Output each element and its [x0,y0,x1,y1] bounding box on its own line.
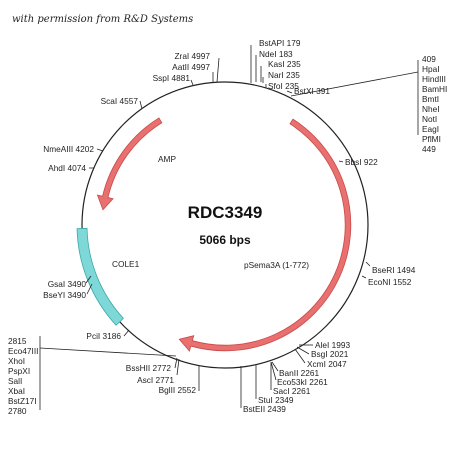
site-label: BstAPI 179 [259,38,301,48]
mcs-item: BamHI [422,84,447,94]
site-label: XcmI 2047 [307,359,347,369]
mcs-item: EagI [422,124,439,134]
plasmid-size: 5066 bps [199,233,251,247]
amp-label: AMP [158,154,176,164]
mcs-item: NotI [422,114,437,124]
site-label: AleI 1993 [315,340,350,350]
site-label: NmeAIII 4202 [43,144,94,154]
site-label: GsaI 3490 [48,279,87,289]
site-label: SfoI 235 [268,81,299,91]
mcs-item: SalI [8,376,22,386]
site-label: AscI 2771 [137,375,174,385]
site-label: BbsI 922 [345,157,378,167]
amp-arrow [96,117,163,211]
site-label: BseYI 3490 [43,290,86,300]
mcs-item: Eco47III [8,346,38,356]
psema3a-arrow [178,118,352,352]
site-label: BstEII 2439 [243,404,286,414]
site-label: SspI 4881 [153,73,191,83]
mcs-item: 2815 [8,336,27,346]
mcs-item: XbaI [8,386,25,396]
site-label: BseRI 1494 [372,265,416,275]
restriction-site-labels: ZraI 4997 AatII 4997 SspI 4881 ScaI 4557… [43,38,416,414]
cole1-label: COLE1 [112,259,140,269]
mcs-item: PspXI [8,366,30,376]
site-label: BstXI 391 [294,86,330,96]
site-label: BsgI 2021 [311,349,349,359]
permission-credit: with permission from R&D Systems [12,14,193,25]
feature-psema3a: pSema3A (1-772) [178,118,352,352]
mcs-item: BstZ17I [8,396,37,406]
mcs-item: HindIII [422,74,446,84]
mcs-item: 409 [422,54,436,64]
mcs-item: HpaI [422,64,440,74]
cole1-box [76,227,124,326]
site-label: BglII 2552 [159,385,197,395]
plasmid-name: RDC3349 [188,203,263,222]
site-label: BanII 2261 [279,368,320,378]
mcs-item: 449 [422,144,436,154]
feature-amp: AMP [96,117,176,211]
site-label: AhdI 4074 [48,163,86,173]
site-leader-lines [39,45,419,410]
site-label: EcoNI 1552 [368,277,412,287]
site-label: StuI 2349 [258,395,294,405]
mcs-item: 2780 [8,406,27,416]
mcs-item: XhoI [8,356,25,366]
feature-cole1: COLE1 [76,227,140,326]
mcs-item: NheI [422,104,440,114]
site-label: AatII 4997 [172,62,210,72]
mcs-list-right: 409 HpaI HindIII BamHI BmtI NheI NotI Ea… [422,54,447,154]
site-label: ScaI 4557 [101,96,139,106]
site-label: PciI 3186 [86,331,121,341]
psema3a-label: pSema3A (1-772) [244,260,309,270]
site-label: Eco53kI 2261 [277,377,328,387]
site-label: NarI 235 [268,70,300,80]
site-label: ZraI 4997 [174,51,210,61]
mcs-item: BmtI [422,94,439,104]
mcs-list-left: 2815 Eco47III XhoI PspXI SalI XbaI BstZ1… [8,336,38,416]
plasmid-backbone-circle [81,81,369,369]
site-label: BssHII 2772 [126,363,172,373]
mcs-item: PflMI [422,134,441,144]
site-label: SacI 2261 [273,386,311,396]
site-label: NdeI 183 [259,49,293,59]
site-label: KasI 235 [268,59,301,69]
